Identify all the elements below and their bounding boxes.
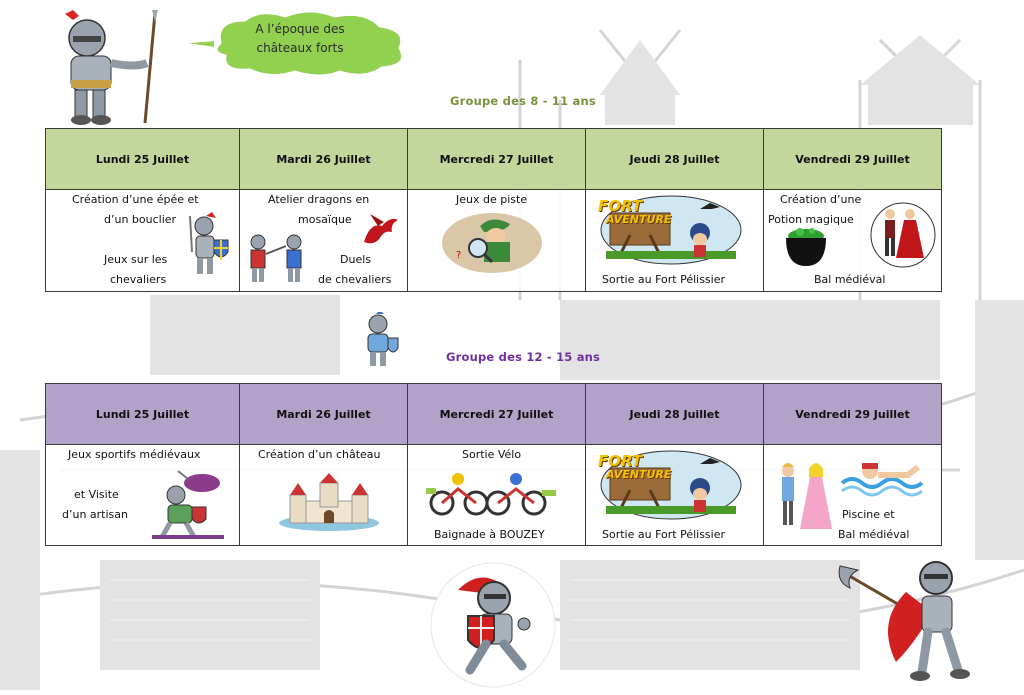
activity-cell-fri: Piscine et Bal médiéval <box>763 444 942 546</box>
prince-princess-illustration <box>782 463 832 529</box>
activity-text: Jeux sur les <box>104 253 168 266</box>
day-header: Mercredi 27 Juillet <box>407 128 586 190</box>
group2-schedule-table: Lundi 25 Juillet Mardi 26 Juillet Mercre… <box>45 383 942 546</box>
activity-text: Création d’une <box>780 193 862 206</box>
table-header-row: Lundi 25 Juillet Mardi 26 Juillet Mercre… <box>45 128 942 190</box>
activity-text: Piscine et <box>842 508 895 521</box>
day-header: Mardi 26 Juillet <box>239 383 408 445</box>
activity-cell-thu: FORT AVENTURE Sortie au Fort Pélissier <box>585 189 764 292</box>
fort-logo-word: FORT <box>598 452 643 470</box>
swimmer-illustration <box>840 463 924 497</box>
activity-text: Création d’une épée et <box>72 193 199 206</box>
activity-cell-fri: Création d’une Potion magique Bal médiév… <box>763 189 942 292</box>
activity-text: et Visite <box>74 488 119 501</box>
activity-cell-mon: Jeux sportifs médiévaux et Visite d’un a… <box>45 444 240 546</box>
day-header: Lundi 25 Juillet <box>45 383 240 445</box>
activity-text: Potion magique <box>768 213 854 226</box>
day-header: Jeudi 28 Juillet <box>585 128 764 190</box>
fort-logo-word: FORT <box>598 197 643 215</box>
activity-cell-thu: FORT AVENTURE Sortie au Fort Pélissier <box>585 444 764 546</box>
group2-title: Groupe des 12 - 15 ans <box>446 350 601 364</box>
cloud-text: A l’époque des châteaux forts <box>215 20 385 58</box>
svg-text:?: ? <box>456 250 461 261</box>
fort-aventure-logo <box>600 195 742 265</box>
activity-cell-wed: Sortie Vélo Baignade à BOUZEY <box>407 444 586 546</box>
running-knight-illustration <box>152 470 224 539</box>
cyclists-illustration <box>426 473 556 516</box>
cloud-line-2: châteaux forts <box>256 41 344 55</box>
activity-text: Duels <box>340 253 371 266</box>
fort-aventure-logo <box>600 450 742 520</box>
group1-schedule-table: Lundi 25 Juillet Mardi 26 Juillet Mercre… <box>45 128 942 292</box>
castle-illustration <box>279 473 379 531</box>
aventure-logo-word: AVENTURE <box>606 468 672 481</box>
knight-shield-illustration <box>189 212 229 274</box>
medieval-dancers-illustration <box>870 202 936 268</box>
activity-text: Jeux sportifs médiévaux <box>68 448 201 461</box>
activity-text: Sortie Vélo <box>462 448 522 461</box>
cauldron-icon <box>786 228 826 266</box>
group1-title: Groupe des 8 - 11 ans <box>450 94 596 108</box>
table-row: Création d’une épée et d’un bouclier Jeu… <box>45 189 942 292</box>
detective-illustration: ? <box>442 213 542 273</box>
activity-text: Bal médiéval <box>814 273 886 286</box>
day-header: Jeudi 28 Juillet <box>585 383 764 445</box>
speech-cloud <box>179 9 405 78</box>
activity-text: Création d’un château <box>258 448 381 461</box>
table-row: Jeux sportifs médiévaux et Visite d’un a… <box>45 444 942 546</box>
small-knight-illustration <box>367 312 399 366</box>
activity-cell-tue: Création d’un château <box>239 444 408 546</box>
table-header-row: Lundi 25 Juillet Mardi 26 Juillet Mercre… <box>45 383 942 445</box>
cloud-line-1: A l’époque des <box>255 22 345 36</box>
activity-cell-tue: Atelier dragons en mosaïque Duels de che… <box>239 189 408 292</box>
activity-text: de chevaliers <box>318 273 392 286</box>
activity-text: Jeux de piste <box>456 193 528 206</box>
day-header: Vendredi 29 Juillet <box>763 383 942 445</box>
running-knight-red-shield-illustration <box>430 562 556 688</box>
activity-text: Baignade à BOUZEY <box>434 528 545 541</box>
red-dragon-icon <box>364 214 398 244</box>
activity-text: Sortie au Fort Pélissier <box>602 273 726 286</box>
dueling-knights-illustration <box>250 234 302 282</box>
activity-text: Atelier dragons en <box>268 193 370 206</box>
activity-text: Sortie au Fort Pélissier <box>602 528 726 541</box>
day-header: Mardi 26 Juillet <box>239 128 408 190</box>
activity-text: d’un artisan <box>62 508 128 521</box>
day-header: Mercredi 27 Juillet <box>407 383 586 445</box>
day-header: Lundi 25 Juillet <box>45 128 240 190</box>
activity-text: mosaïque <box>298 213 352 226</box>
activity-text: Bal médiéval <box>838 528 910 541</box>
activity-text: d’un bouclier <box>104 213 177 226</box>
activity-cell-mon: Création d’une épée et d’un bouclier Jeu… <box>45 189 240 292</box>
day-header: Vendredi 29 Juillet <box>763 128 942 190</box>
knight-with-spear-illustration <box>65 10 158 125</box>
activity-text: chevaliers <box>110 273 167 286</box>
activity-cell-wed: Jeux de piste ? <box>407 189 586 292</box>
aventure-logo-word: AVENTURE <box>606 213 672 226</box>
knight-with-axe-illustration <box>838 561 970 681</box>
